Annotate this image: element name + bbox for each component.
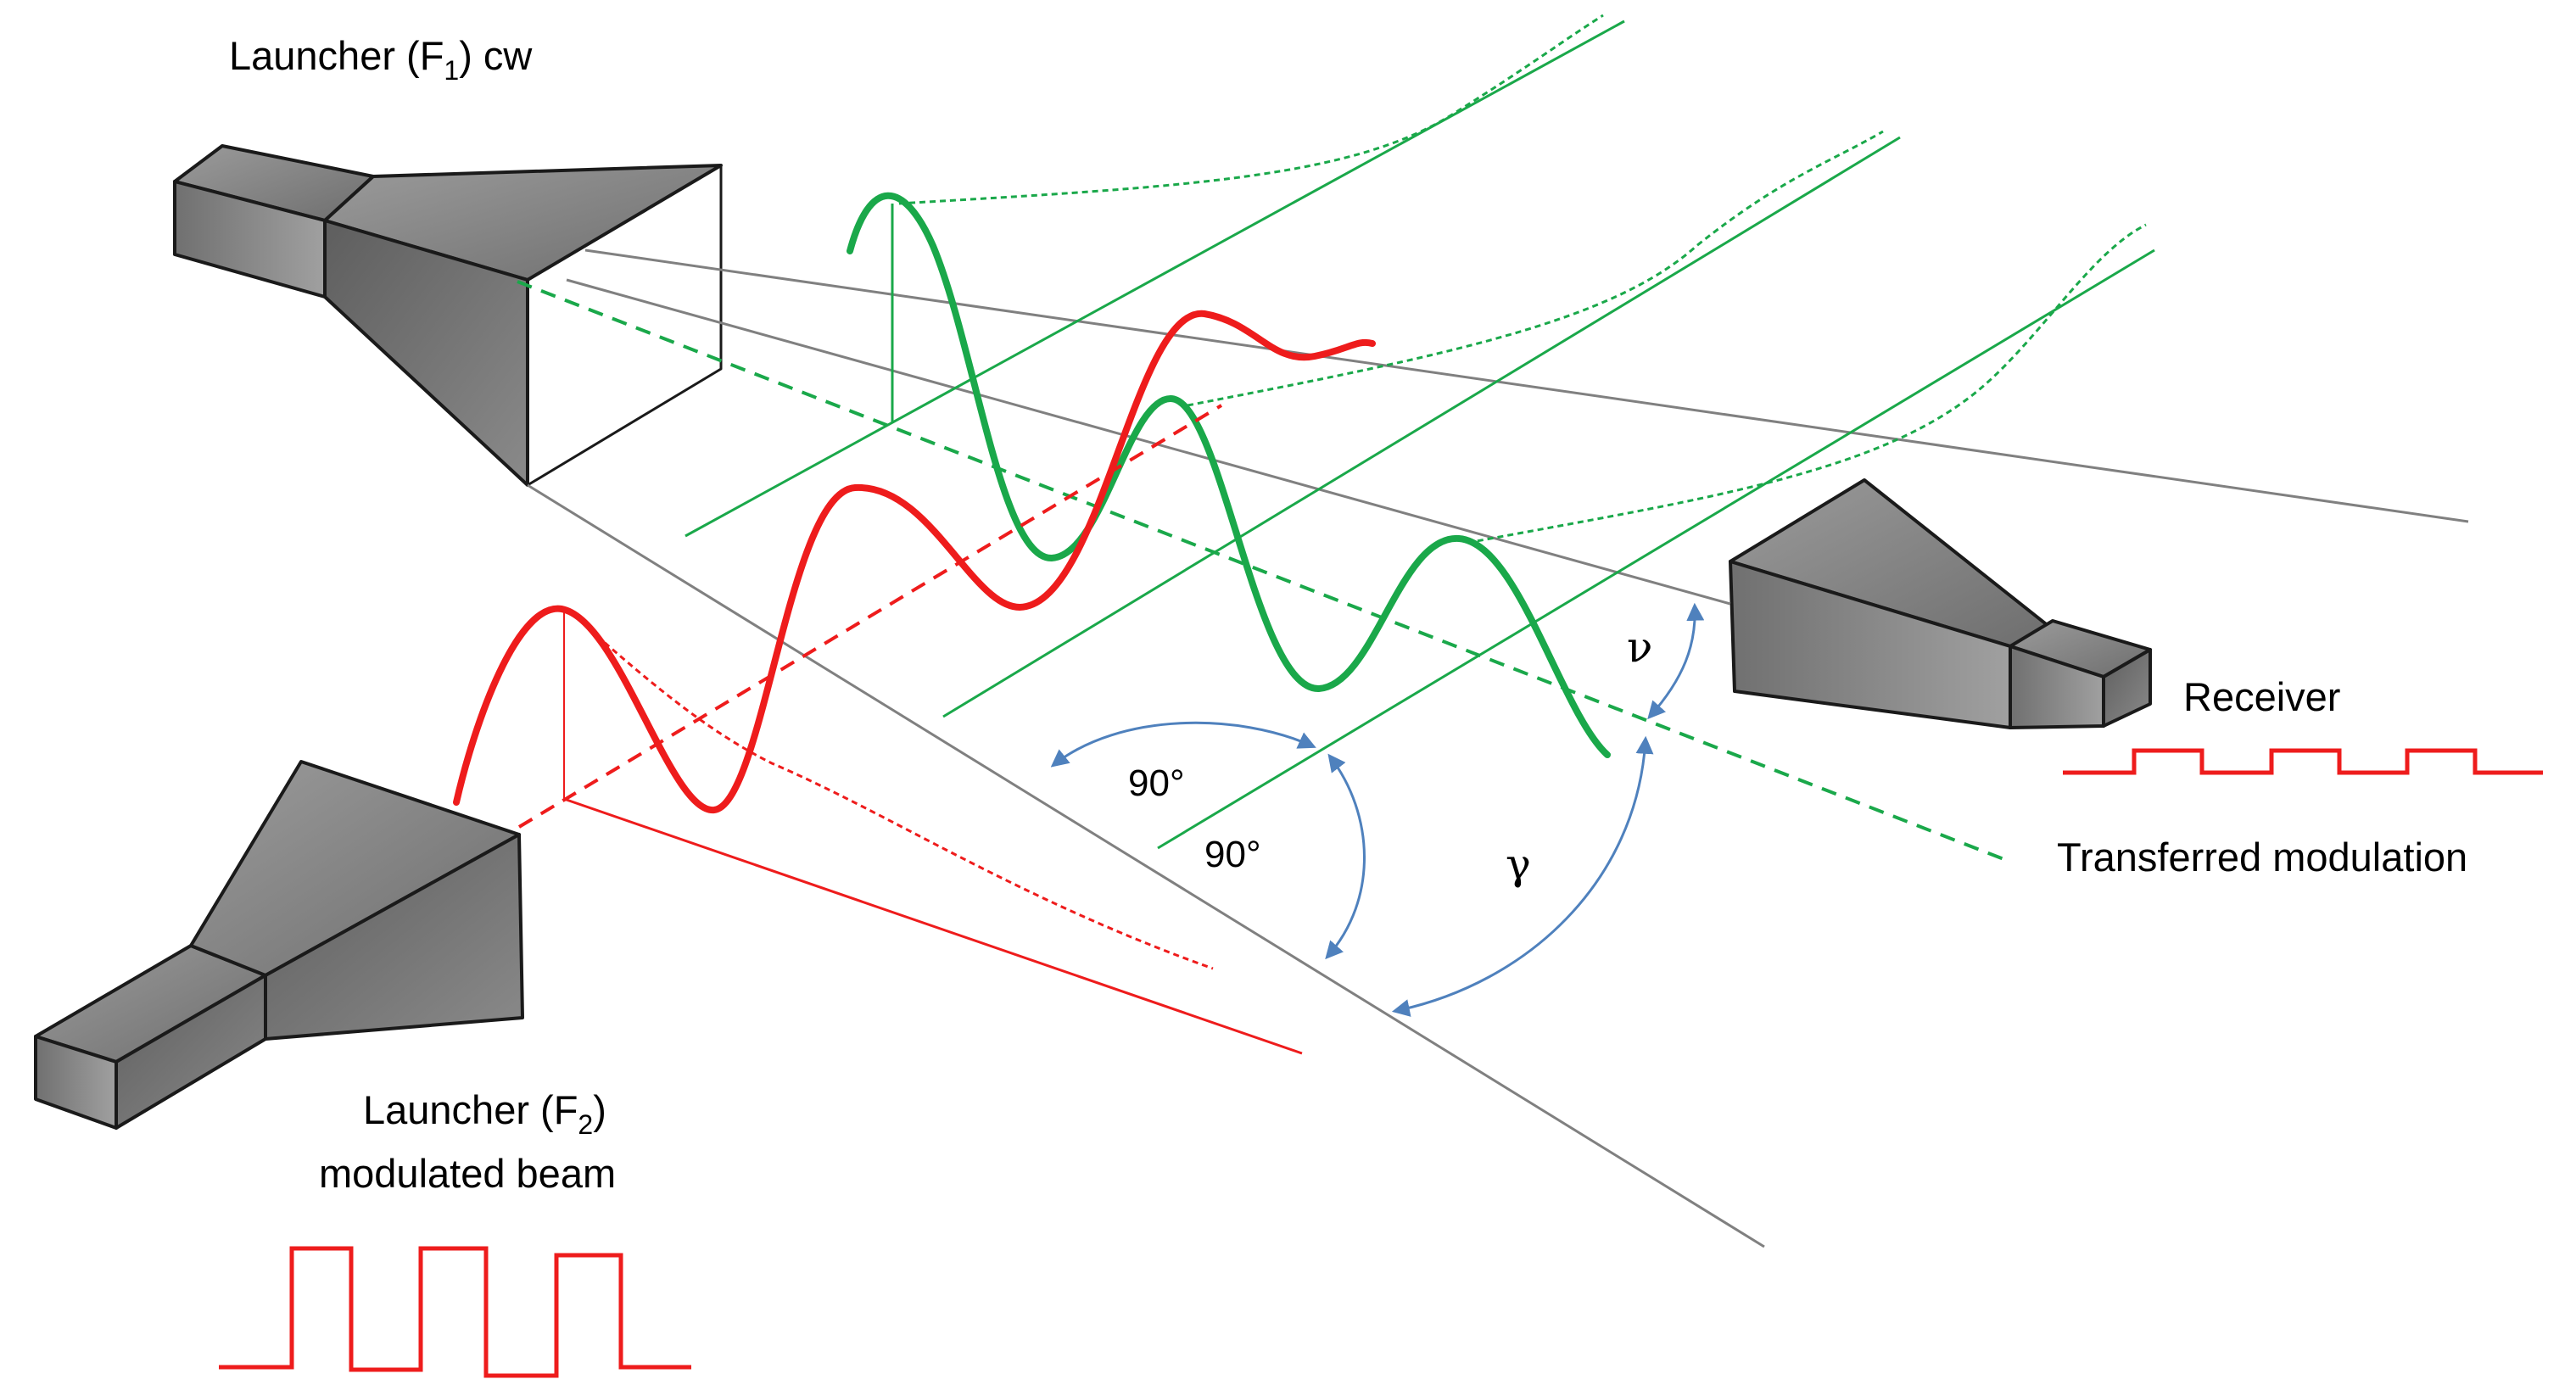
launcher-f1-horn bbox=[173, 144, 723, 487]
red-envelope bbox=[566, 607, 1214, 970]
green-front-1 bbox=[685, 20, 1625, 538]
transferred-modulation-label: Transferred modulation bbox=[2057, 835, 2467, 879]
nu-label: ν bbox=[1627, 623, 1652, 672]
launcher-f2-horn-side bbox=[264, 833, 524, 1041]
gamma-label: γ bbox=[1506, 840, 1531, 889]
receiver-waveguide-side bbox=[2102, 648, 2152, 728]
green-envelope-1 bbox=[898, 14, 1604, 205]
green-wave bbox=[847, 192, 1611, 758]
modulated-input-signal bbox=[219, 1246, 691, 1378]
red-lower-line bbox=[563, 797, 1303, 1055]
angle-90-label-a: 90° bbox=[1128, 762, 1185, 804]
receiver-horn bbox=[1729, 478, 2152, 729]
arc-nu bbox=[1647, 602, 1705, 720]
green-axis-dashed bbox=[517, 280, 2011, 863]
green-envelope-3 bbox=[1467, 223, 2147, 544]
gray-line-upper bbox=[584, 248, 2469, 523]
receiver-label: Receiver bbox=[2183, 674, 2340, 719]
launcher-f1-aperture bbox=[527, 165, 723, 487]
transferred-modulation-signal bbox=[2063, 748, 2543, 775]
launcher-f1-label-prefix: Launcher (F bbox=[229, 33, 444, 78]
launcher-f2-label-sub: 2 bbox=[578, 1109, 593, 1140]
angle-arcs bbox=[1050, 602, 1705, 1017]
gray-line-middle bbox=[566, 278, 1731, 606]
red-axis-dashed bbox=[517, 404, 1223, 829]
arc-gamma bbox=[1391, 735, 1654, 1017]
red-beam bbox=[453, 310, 1376, 1055]
launcher-f2-label-suffix: ) bbox=[593, 1087, 606, 1132]
launcher-f2-horn bbox=[34, 760, 524, 1130]
launcher-f2-label: Launcher (F2) bbox=[363, 1087, 606, 1140]
arc-90-b bbox=[1325, 753, 1366, 960]
angle-90-label-b: 90° bbox=[1204, 834, 1261, 875]
green-front-2 bbox=[942, 136, 1901, 718]
green-beam bbox=[517, 14, 2155, 863]
launcher-f1-label-sub: 1 bbox=[444, 55, 459, 86]
launcher-f1-label-suffix: ) cw bbox=[459, 33, 533, 78]
launcher-f2-label-line2: modulated beam bbox=[319, 1151, 616, 1196]
launcher-f1-label: Launcher (F1) cw bbox=[229, 33, 533, 86]
green-front-3 bbox=[1157, 248, 2155, 850]
launcher-f2-label-prefix: Launcher (F bbox=[363, 1087, 578, 1132]
gray-guide-lines bbox=[527, 248, 2469, 1248]
gray-line-lower bbox=[527, 483, 1765, 1248]
red-wave bbox=[453, 310, 1376, 813]
arc-90-a bbox=[1050, 721, 1316, 768]
green-envelope-2 bbox=[1187, 130, 1884, 407]
